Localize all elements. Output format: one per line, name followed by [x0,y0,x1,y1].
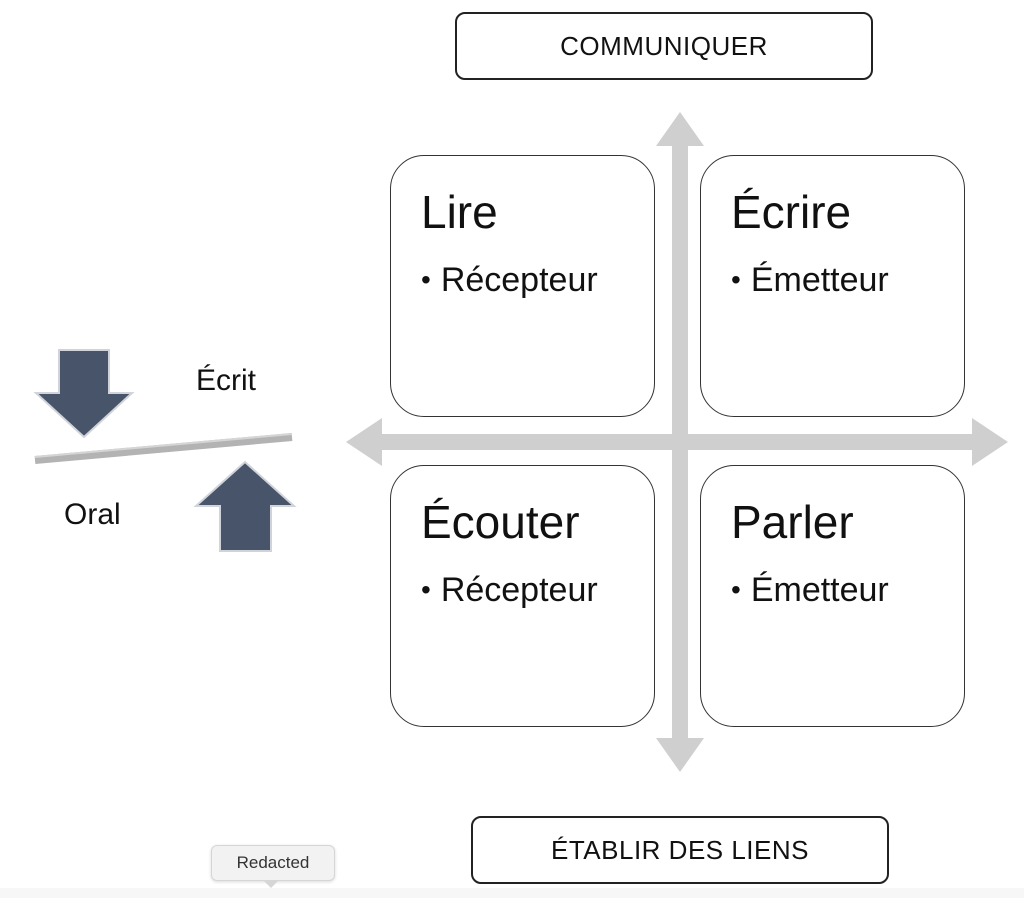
balance-bar [34,433,293,464]
quadrant-bullet-text: Émetteur [750,261,889,299]
bullet-icon: • [731,264,741,295]
quadrant-ecrire: Écrire • Émetteur [700,155,965,417]
oral-label: Oral [64,498,121,531]
axis-arrow-left-icon [346,418,382,466]
communiquer-box: COMMUNIQUER [455,12,873,80]
horizontal-axis [346,418,1008,466]
quadrant-bullet-text: Récepteur [440,571,598,609]
quadrant-bullet: • Récepteur [421,570,654,610]
quadrant-bullet: • Émetteur [731,260,964,300]
tooltip-tail [263,880,279,888]
ecrit-label: Écrit [196,364,256,397]
tooltip-text: Redacted [236,853,310,872]
quadrant-ecouter: Écouter • Récepteur [390,465,655,727]
quadrant-bullet-text: Émetteur [750,571,889,609]
bullet-icon: • [421,574,431,605]
quadrant-lire: Lire • Récepteur [390,155,655,417]
quadrant-bullet: • Récepteur [421,260,654,300]
quadrant-title: Parler [731,496,854,548]
axis-arrow-down-icon [656,738,704,772]
quadrant-bullet: • Émetteur [731,570,964,610]
communiquer-label: COMMUNIQUER [560,30,768,61]
quadrant-parler: Parler • Émetteur [700,465,965,727]
bullet-icon: • [731,574,741,605]
etablir-des-liens-box: ÉTABLIR DES LIENS [471,816,889,884]
axis-arrow-up-icon [656,112,704,146]
etablir-des-liens-label: ÉTABLIR DES LIENS [551,834,809,865]
bullet-icon: • [421,264,431,295]
bottom-edge [0,888,1024,898]
axis-arrow-right-icon [972,418,1008,466]
quadrant-title: Lire [421,186,498,238]
balance-illustration [33,349,297,552]
redacted-tooltip: Redacted [211,845,335,881]
up-arrow-icon [193,460,297,552]
down-arrow-icon [33,349,135,439]
quadrant-bullet-text: Récepteur [440,261,598,299]
quadrant-title: Écouter [421,496,580,548]
quadrant-title: Écrire [731,186,852,238]
